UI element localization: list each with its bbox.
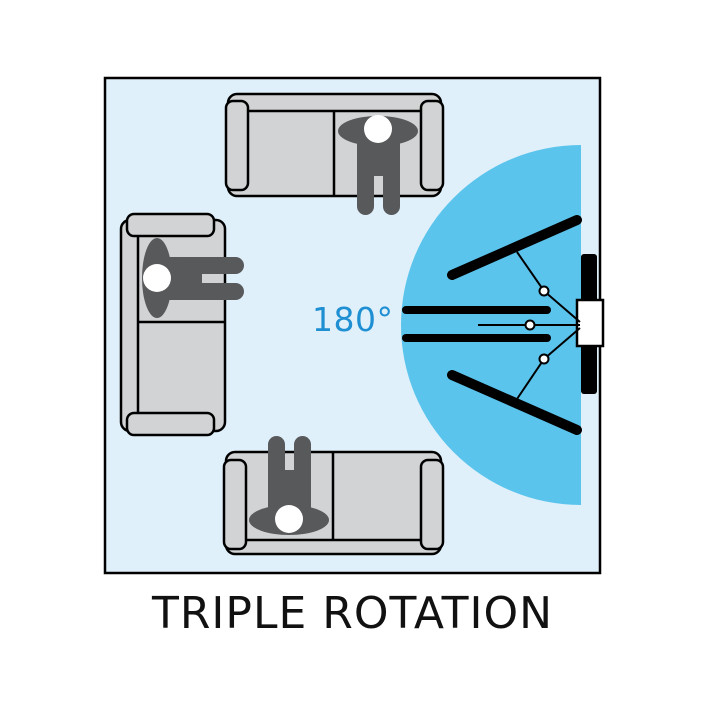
person-left — [142, 238, 244, 318]
sofa-left — [119, 212, 227, 437]
tv-center — [402, 306, 580, 342]
tv-rotated-down — [447, 327, 582, 435]
caption: TRIPLE ROTATION — [151, 588, 553, 639]
tv-rotated-up — [447, 215, 582, 323]
angle-label: 180° — [312, 300, 394, 339]
wall-bracket — [575, 298, 605, 348]
person-top — [338, 115, 418, 215]
sofa-top — [224, 92, 445, 198]
sofa-bottom — [222, 450, 445, 556]
person-bottom — [249, 436, 329, 535]
